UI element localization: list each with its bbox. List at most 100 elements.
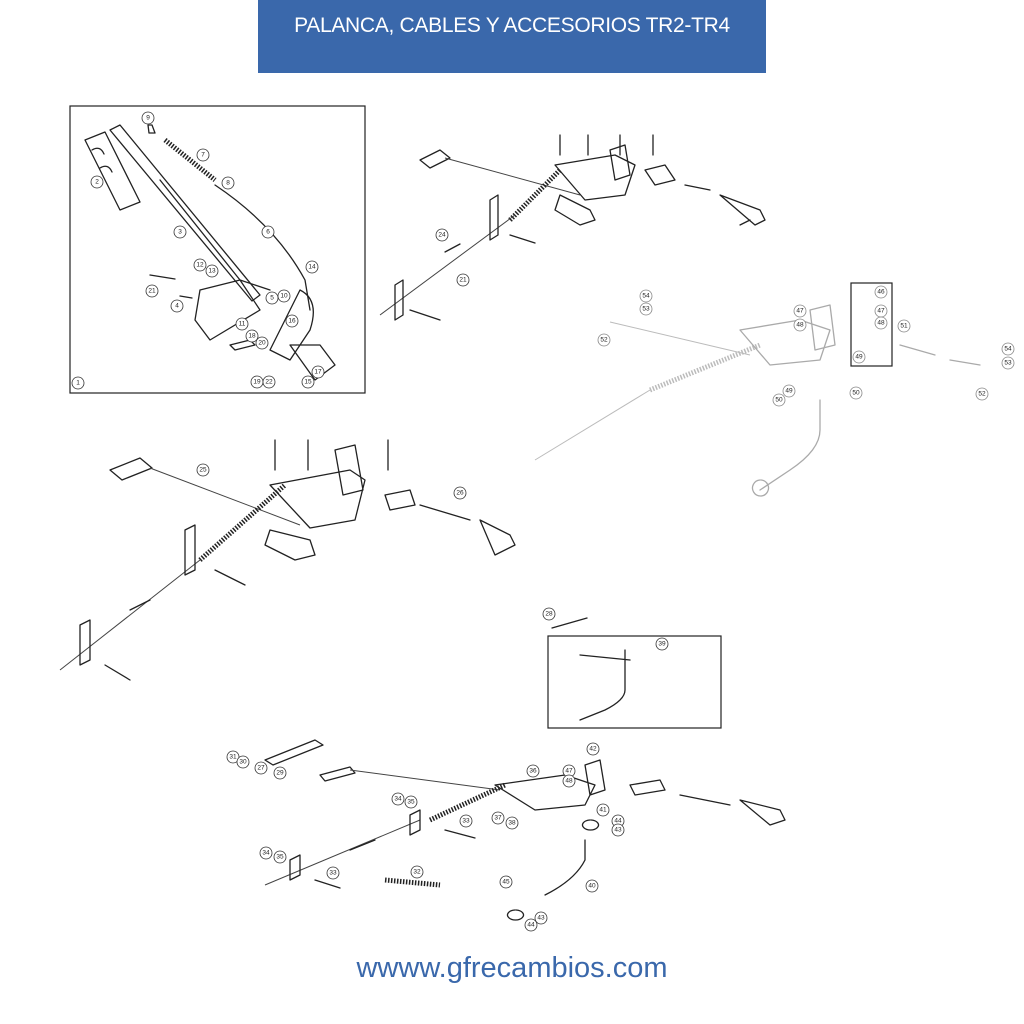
cable bbox=[444, 157, 581, 196]
callout-circle bbox=[226, 750, 240, 764]
callout-number: 25 bbox=[199, 467, 207, 474]
callout-number: 10 bbox=[280, 293, 288, 300]
handbrake-lever bbox=[109, 124, 271, 302]
callout-number: 21 bbox=[148, 288, 156, 295]
part-callout: 47 bbox=[874, 304, 888, 318]
callout-number: 11 bbox=[239, 321, 246, 328]
callout-circle bbox=[391, 792, 405, 806]
part-callout: 49 bbox=[782, 384, 796, 398]
callout-circle bbox=[277, 289, 291, 303]
callout-number: 53 bbox=[642, 306, 650, 313]
part-callout: 34 bbox=[391, 792, 405, 806]
callout-number: 50 bbox=[775, 397, 783, 404]
cable bbox=[379, 214, 516, 316]
part-callout: 28 bbox=[542, 607, 556, 621]
callout-number: 3 bbox=[178, 229, 182, 236]
callout-number: 53 bbox=[1004, 360, 1012, 367]
callout-circle bbox=[435, 228, 449, 242]
callout-number: 4 bbox=[175, 303, 179, 310]
part-callout: 52 bbox=[597, 333, 611, 347]
callout-number: 49 bbox=[785, 388, 793, 395]
faint-assembly bbox=[534, 282, 981, 497]
callout-circle bbox=[459, 814, 473, 828]
callout-circle bbox=[597, 333, 611, 347]
part-callout: 33 bbox=[459, 814, 473, 828]
lever-frame bbox=[69, 105, 366, 394]
callout-number: 36 bbox=[529, 768, 537, 775]
callout-circle bbox=[772, 393, 786, 407]
callout-circle bbox=[141, 111, 155, 125]
part-callout: 7 bbox=[196, 148, 210, 162]
callout-number: 2 bbox=[95, 179, 99, 186]
part-callout: 48 bbox=[874, 316, 888, 330]
callout-circle bbox=[596, 803, 610, 817]
callout-number: 28 bbox=[545, 611, 553, 618]
part-callout: 13 bbox=[205, 264, 219, 278]
callout-number: 22 bbox=[265, 379, 273, 386]
callout-number: 42 bbox=[589, 746, 597, 753]
callout-circle bbox=[285, 314, 299, 328]
cable bbox=[264, 819, 421, 886]
inset-parts bbox=[551, 617, 631, 721]
part-callout: 36 bbox=[526, 764, 540, 778]
part-callout: 21 bbox=[145, 284, 159, 298]
top-cable-assembly bbox=[379, 134, 766, 321]
part-callout: 5 bbox=[265, 291, 279, 305]
part-callout: 2 bbox=[90, 175, 104, 189]
callout-number: 13 bbox=[208, 268, 216, 275]
callout-circle bbox=[534, 911, 548, 925]
part-callout: 43 bbox=[611, 823, 625, 837]
lever-bolts bbox=[149, 274, 256, 351]
callout-number: 47 bbox=[565, 768, 573, 775]
callout-number: 33 bbox=[329, 870, 337, 877]
callout-number: 35 bbox=[407, 799, 415, 806]
callout-number: 30 bbox=[239, 759, 247, 766]
callout-number: 24 bbox=[438, 232, 446, 239]
callout-circle bbox=[301, 375, 315, 389]
lever-grip bbox=[84, 131, 141, 211]
callout-number: 43 bbox=[537, 915, 545, 922]
callout-circle bbox=[505, 816, 519, 830]
page-title: PALANCA, CABLES Y ACCESORIOS TR2-TR4 bbox=[294, 14, 730, 37]
cable bbox=[349, 769, 501, 791]
callout-circle bbox=[499, 875, 513, 889]
compensator-bracket bbox=[269, 444, 416, 529]
callout-number: 15 bbox=[304, 379, 312, 386]
callout-number: 7 bbox=[201, 152, 205, 159]
part-callout: 31 bbox=[226, 750, 240, 764]
callout-circle bbox=[655, 637, 669, 651]
callout-number: 38 bbox=[508, 820, 516, 827]
callout-number: 52 bbox=[600, 337, 608, 344]
callout-number: 1 bbox=[76, 380, 80, 387]
callout-circle bbox=[254, 761, 268, 775]
callout-circle bbox=[221, 176, 235, 190]
brackets bbox=[394, 194, 536, 321]
compensator-bracket bbox=[494, 759, 786, 826]
callout-circle bbox=[585, 879, 599, 893]
callout-number: 45 bbox=[502, 879, 510, 886]
part-callout: 35 bbox=[404, 795, 418, 809]
callout-number: 19 bbox=[253, 379, 261, 386]
callout-number: 29 bbox=[276, 770, 284, 777]
callout-number: 5 bbox=[270, 295, 274, 302]
bolts bbox=[559, 134, 751, 226]
website-link[interactable]: wwww.gfrecambios.com bbox=[356, 952, 668, 984]
callout-circle bbox=[639, 289, 653, 303]
callout-circle bbox=[1001, 342, 1015, 356]
part-callout: 54 bbox=[639, 289, 653, 303]
part-callout: 1 bbox=[71, 376, 85, 390]
part-callout: 25 bbox=[196, 463, 210, 477]
part-callout: 29 bbox=[273, 766, 287, 780]
callout-number: 34 bbox=[394, 796, 402, 803]
callout-circle bbox=[793, 304, 807, 318]
callout-circle bbox=[255, 336, 269, 350]
callout-number: 34 bbox=[262, 850, 270, 857]
callout-circle bbox=[262, 375, 276, 389]
callout-circle bbox=[852, 350, 866, 364]
callout-number: 48 bbox=[565, 778, 573, 785]
callout-circle bbox=[305, 260, 319, 274]
part-callout: 47 bbox=[562, 764, 576, 778]
callout-circle bbox=[849, 386, 863, 400]
